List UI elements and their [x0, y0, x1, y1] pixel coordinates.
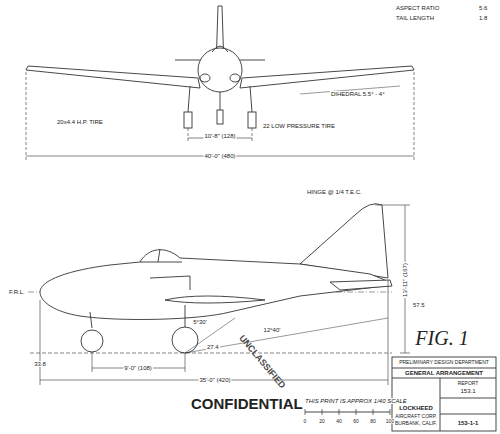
drawing-number: 153-1-1	[457, 420, 480, 426]
dihedral-note: DIHEDRAL 5.5° - 4°	[330, 91, 386, 97]
angle-label: 12°40'	[263, 327, 282, 333]
spec-label: ASPECT RATIO	[395, 5, 440, 11]
spec-label: TAIL LENGTH	[395, 15, 435, 21]
title-block-text: BURBANK, CALIF.	[394, 421, 438, 426]
scale-number: 60	[352, 419, 360, 424]
title-block-text: AIRCRAFT CORP.	[394, 414, 438, 419]
dimension: 13'-11" (167)	[402, 262, 408, 298]
scale-note: THIS PRINT IS APPROX 1/40 SCALE	[304, 398, 408, 404]
scale-number: 0	[303, 419, 308, 424]
tire-note: 22 LOW PRESSURE TIRE	[262, 123, 336, 129]
scale-number: 40	[335, 419, 343, 424]
scale-number: 20	[318, 419, 326, 424]
scale-number: 80	[369, 419, 377, 424]
hinge-note: HINGE @ 1/4 T.E.C.	[306, 189, 363, 195]
spec-value: 1.8	[478, 15, 488, 21]
dimension: 57.5	[412, 302, 426, 308]
title-block-text: PRELIMINARY DESIGN DEPARTMENT	[398, 360, 490, 365]
reference-line-label: F.R.L.	[8, 289, 26, 295]
figure-number: FIG. 1	[414, 328, 469, 348]
dimension: 27.4	[206, 344, 220, 350]
dimension: 33.8	[33, 361, 47, 367]
dimension: 40'-0" (480)	[204, 153, 237, 159]
tire-note: 20x4.4 H.P. TIRE	[56, 119, 104, 125]
title-block-text: REPORT	[457, 381, 480, 386]
dimension: 10'-8" (128)	[204, 133, 237, 139]
angle-label: 5°30'	[192, 319, 208, 325]
dimension: 35'-0" (420)	[199, 377, 232, 383]
title-block-text: GENERAL ARRANGEMENT	[404, 370, 484, 376]
title-block-text: 153.1	[459, 388, 476, 394]
dimension: 9'-0" (108)	[123, 365, 153, 371]
classification-stamp: UNCLASSIFIED	[237, 333, 288, 391]
spec-value: 5.6	[478, 5, 488, 11]
classification-stamp: CONFIDENTIAL	[190, 396, 304, 411]
title-block-text: LOCKHEED	[398, 405, 434, 411]
